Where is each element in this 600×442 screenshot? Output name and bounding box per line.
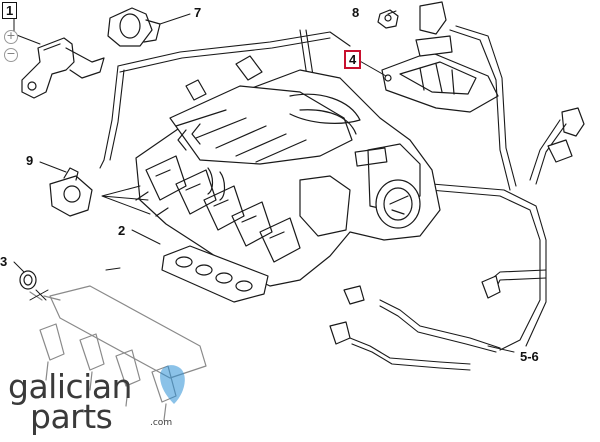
galicianparts-logo: galician parts .com <box>8 370 198 440</box>
callout-9[interactable]: 9 <box>26 153 34 168</box>
fuel-rail <box>29 285 207 421</box>
clamp-part-7 <box>107 7 161 47</box>
zoom-out-icon: − <box>6 47 16 60</box>
map-pin-icon <box>160 365 185 404</box>
logo-line-1: galician <box>8 367 132 406</box>
module-part-4 <box>381 51 499 113</box>
callout-4[interactable]: 4 <box>344 50 362 69</box>
callout-3[interactable]: 3 <box>0 254 8 269</box>
sensor-plugs <box>329 139 573 345</box>
zoom-in-button[interactable]: + <box>4 29 18 44</box>
callout-7[interactable]: 7 <box>194 5 202 20</box>
intake-manifold <box>135 55 441 287</box>
callout-5-6[interactable]: 5-6 <box>520 349 539 364</box>
callout-1[interactable]: 1 <box>2 2 18 19</box>
callout-2[interactable]: 2 <box>118 223 126 238</box>
connector-top-right <box>415 1 585 137</box>
logo-suffix: .com <box>150 418 173 428</box>
bracket-part-1 <box>21 37 105 99</box>
gasket-part-2 <box>161 245 269 303</box>
nut-part-8 <box>377 9 399 29</box>
logo-line-2: parts <box>30 397 113 436</box>
sensor-part-9 <box>49 167 93 217</box>
oring-part-3 <box>19 270 37 290</box>
zoom-in-icon: + <box>6 29 16 42</box>
callout-8[interactable]: 8 <box>352 5 360 20</box>
zoom-out-button[interactable]: − <box>4 47 18 62</box>
